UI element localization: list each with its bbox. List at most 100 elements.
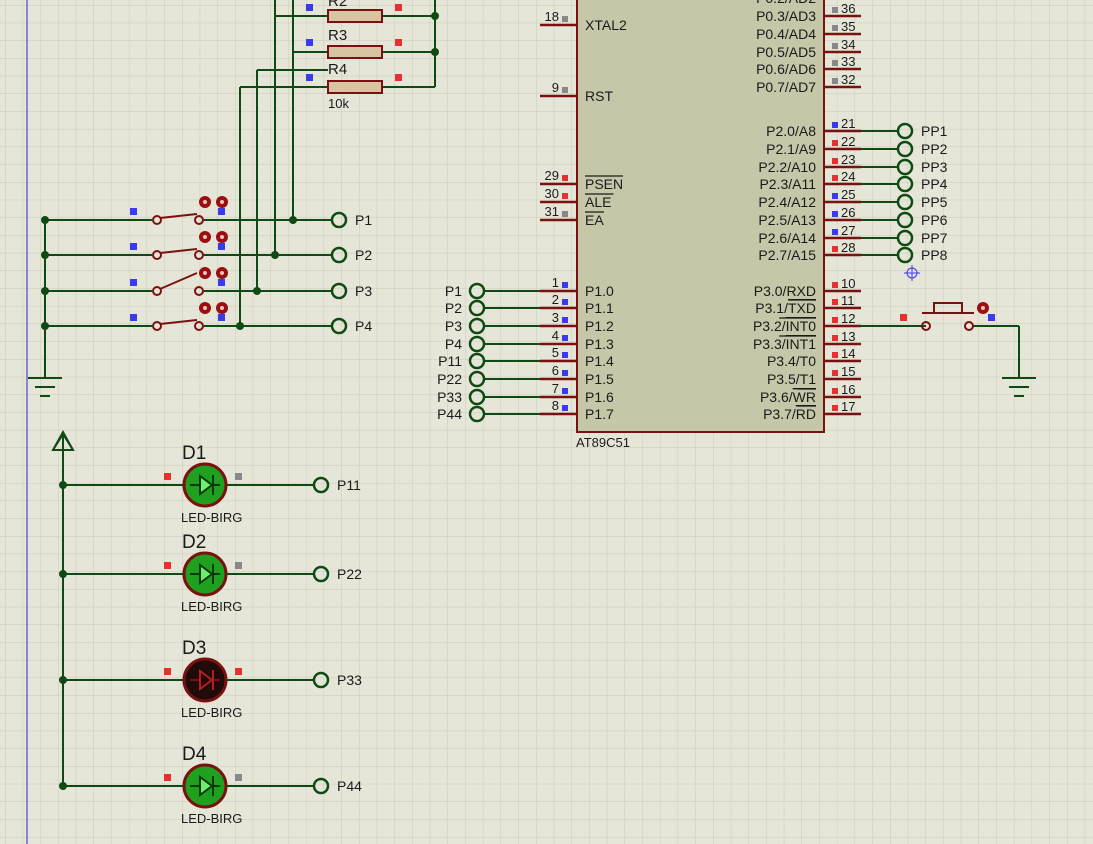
terminal-connector[interactable]: [468, 335, 486, 353]
push-button[interactable]: [860, 302, 1020, 378]
pin-state-marker: [832, 405, 838, 411]
pin-name: P1.4: [585, 353, 614, 369]
led-ref-label: D2: [182, 532, 206, 553]
terminal-connector[interactable]: [468, 405, 486, 423]
terminal-label: PP4: [921, 176, 948, 192]
switch-p2[interactable]: P2: [41, 231, 372, 264]
terminal-connector[interactable]: [468, 352, 486, 370]
terminal-connector[interactable]: [330, 317, 348, 335]
led-model-label: LED-BIRG: [181, 705, 242, 720]
terminal-connector[interactable]: [312, 671, 330, 689]
pin-state-marker: [235, 562, 242, 569]
chip-pin-1[interactable]: 1P1.0P1: [445, 275, 614, 300]
switch-p3[interactable]: P3: [41, 267, 372, 300]
terminal-connector[interactable]: [468, 370, 486, 388]
terminal-label: P33: [437, 389, 462, 405]
pin-name: P1.7: [585, 406, 614, 422]
led-ref-label: D4: [182, 744, 207, 765]
pin-state-marker: [562, 193, 568, 199]
terminal-connector[interactable]: [896, 175, 914, 193]
switch-actuator-dot: [203, 235, 207, 239]
chip-pin-34[interactable]: 34 P0.5/AD5: [756, 37, 861, 60]
terminal-connector[interactable]: [312, 777, 330, 795]
terminal-connector[interactable]: [330, 211, 348, 229]
terminal-connector[interactable]: [896, 158, 914, 176]
terminal-connector[interactable]: [896, 122, 914, 140]
resistor-ref-label: R4: [328, 61, 347, 78]
pin-name: P3.0/RXD: [754, 283, 816, 299]
pin-state-marker: [832, 140, 838, 146]
switch-actuator-dot: [203, 200, 207, 204]
pin-name: RST: [585, 88, 613, 104]
switch-p1[interactable]: P1: [41, 196, 372, 229]
terminal-connector[interactable]: [468, 282, 486, 300]
chip-at89c51[interactable]: AT89C51: [576, 0, 825, 450]
switch-p4[interactable]: P4: [41, 302, 372, 335]
terminal-connector[interactable]: [312, 476, 330, 494]
pin-state-marker: [306, 74, 313, 81]
terminal-connector[interactable]: [896, 246, 914, 264]
terminal-connector[interactable]: [330, 282, 348, 300]
chip-pin-3[interactable]: 3P1.2P3: [445, 310, 614, 335]
terminal-connector[interactable]: [468, 317, 486, 335]
chip-name-label: AT89C51: [576, 435, 630, 450]
junction-dot: [253, 287, 261, 295]
chip-pin-2[interactable]: 2P1.1P2: [445, 292, 614, 317]
chip-pin-37[interactable]: 37P0.2/AD2: [756, 0, 861, 6]
terminal-connector[interactable]: [896, 211, 914, 229]
pin-number: 34: [841, 37, 855, 52]
resistor-value-label: 10k: [328, 96, 349, 111]
terminal-connector[interactable]: [330, 246, 348, 264]
pin-name: P0.5/AD5: [756, 44, 816, 60]
resistor-r4[interactable]: R4 10k: [240, 61, 435, 111]
terminal-connector[interactable]: [312, 565, 330, 583]
pin-name: EA: [585, 212, 604, 228]
pin-state-marker: [832, 317, 838, 323]
pin-state-marker: [988, 314, 995, 321]
resistor-r2[interactable]: R2: [275, 0, 435, 23]
terminal-connector[interactable]: [468, 299, 486, 317]
terminal-connector[interactable]: [468, 388, 486, 406]
resistor-r3[interactable]: R3: [293, 27, 435, 59]
terminal-connector[interactable]: [896, 140, 914, 158]
terminal-connector[interactable]: [896, 229, 914, 247]
chip-pin-4[interactable]: 4P1.3P4: [445, 328, 614, 353]
cursor-crosshair-icon: [904, 265, 920, 281]
terminal-connector[interactable]: [896, 193, 914, 211]
pin-name: P2.5/A13: [758, 212, 816, 228]
